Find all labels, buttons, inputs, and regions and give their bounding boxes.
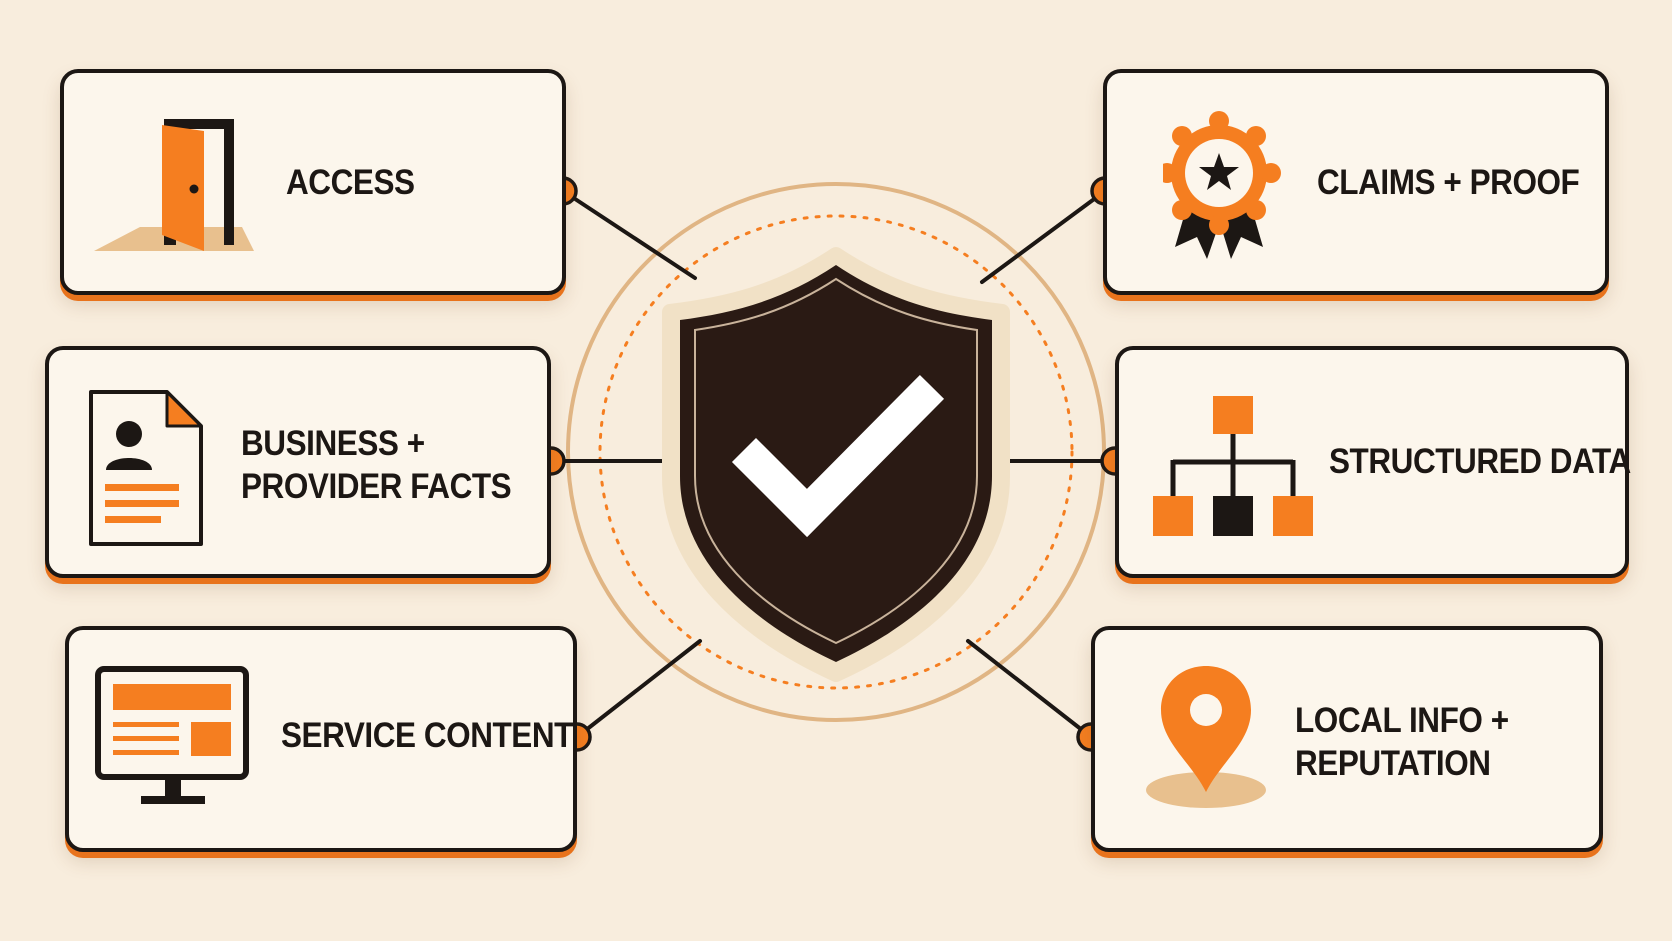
card-access: ACCESS [60,69,566,295]
connector-access [561,189,697,280]
label-line: PROVIDER FACTS [241,467,512,506]
card-business: BUSINESS + PROVIDER FACTS [45,346,551,578]
card-service: SERVICE CONTENT [65,626,577,852]
connector-service [575,639,702,739]
card-label-business: BUSINESS + PROVIDER FACTS [241,422,512,508]
location-pin-icon [1146,666,1266,808]
hierarchy-icon [1153,396,1313,536]
label-line: SERVICE CONTENT [281,716,573,755]
label-line: STRUCTURED DATA [1329,442,1631,481]
label-line: BUSINESS + [241,424,425,463]
label-line: ACCESS [286,163,415,202]
shield-check-icon [662,247,1010,682]
award-ribbon-icon [1163,111,1281,259]
card-label-structured: STRUCTURED DATA [1329,440,1631,483]
card-local: LOCAL INFO + REPUTATION [1091,626,1603,852]
label-line: LOCAL INFO + [1295,701,1509,740]
monitor-icon [95,666,249,804]
connector-local [966,639,1093,739]
card-label-service: SERVICE CONTENT [281,714,573,757]
connector-claims [980,189,1107,284]
card-label-claims: CLAIMS + PROOF [1317,161,1580,204]
label-line: CLAIMS + PROOF [1317,163,1580,202]
door-icon [94,119,254,251]
card-claims: CLAIMS + PROOF [1103,69,1609,295]
card-structured: STRUCTURED DATA [1115,346,1631,578]
label-line: REPUTATION [1295,744,1491,783]
card-label-local: LOCAL INFO + REPUTATION [1295,699,1509,785]
profile-document-icon [89,390,203,546]
card-label-access: ACCESS [286,161,415,204]
inner-dotted-ring [598,214,1074,690]
